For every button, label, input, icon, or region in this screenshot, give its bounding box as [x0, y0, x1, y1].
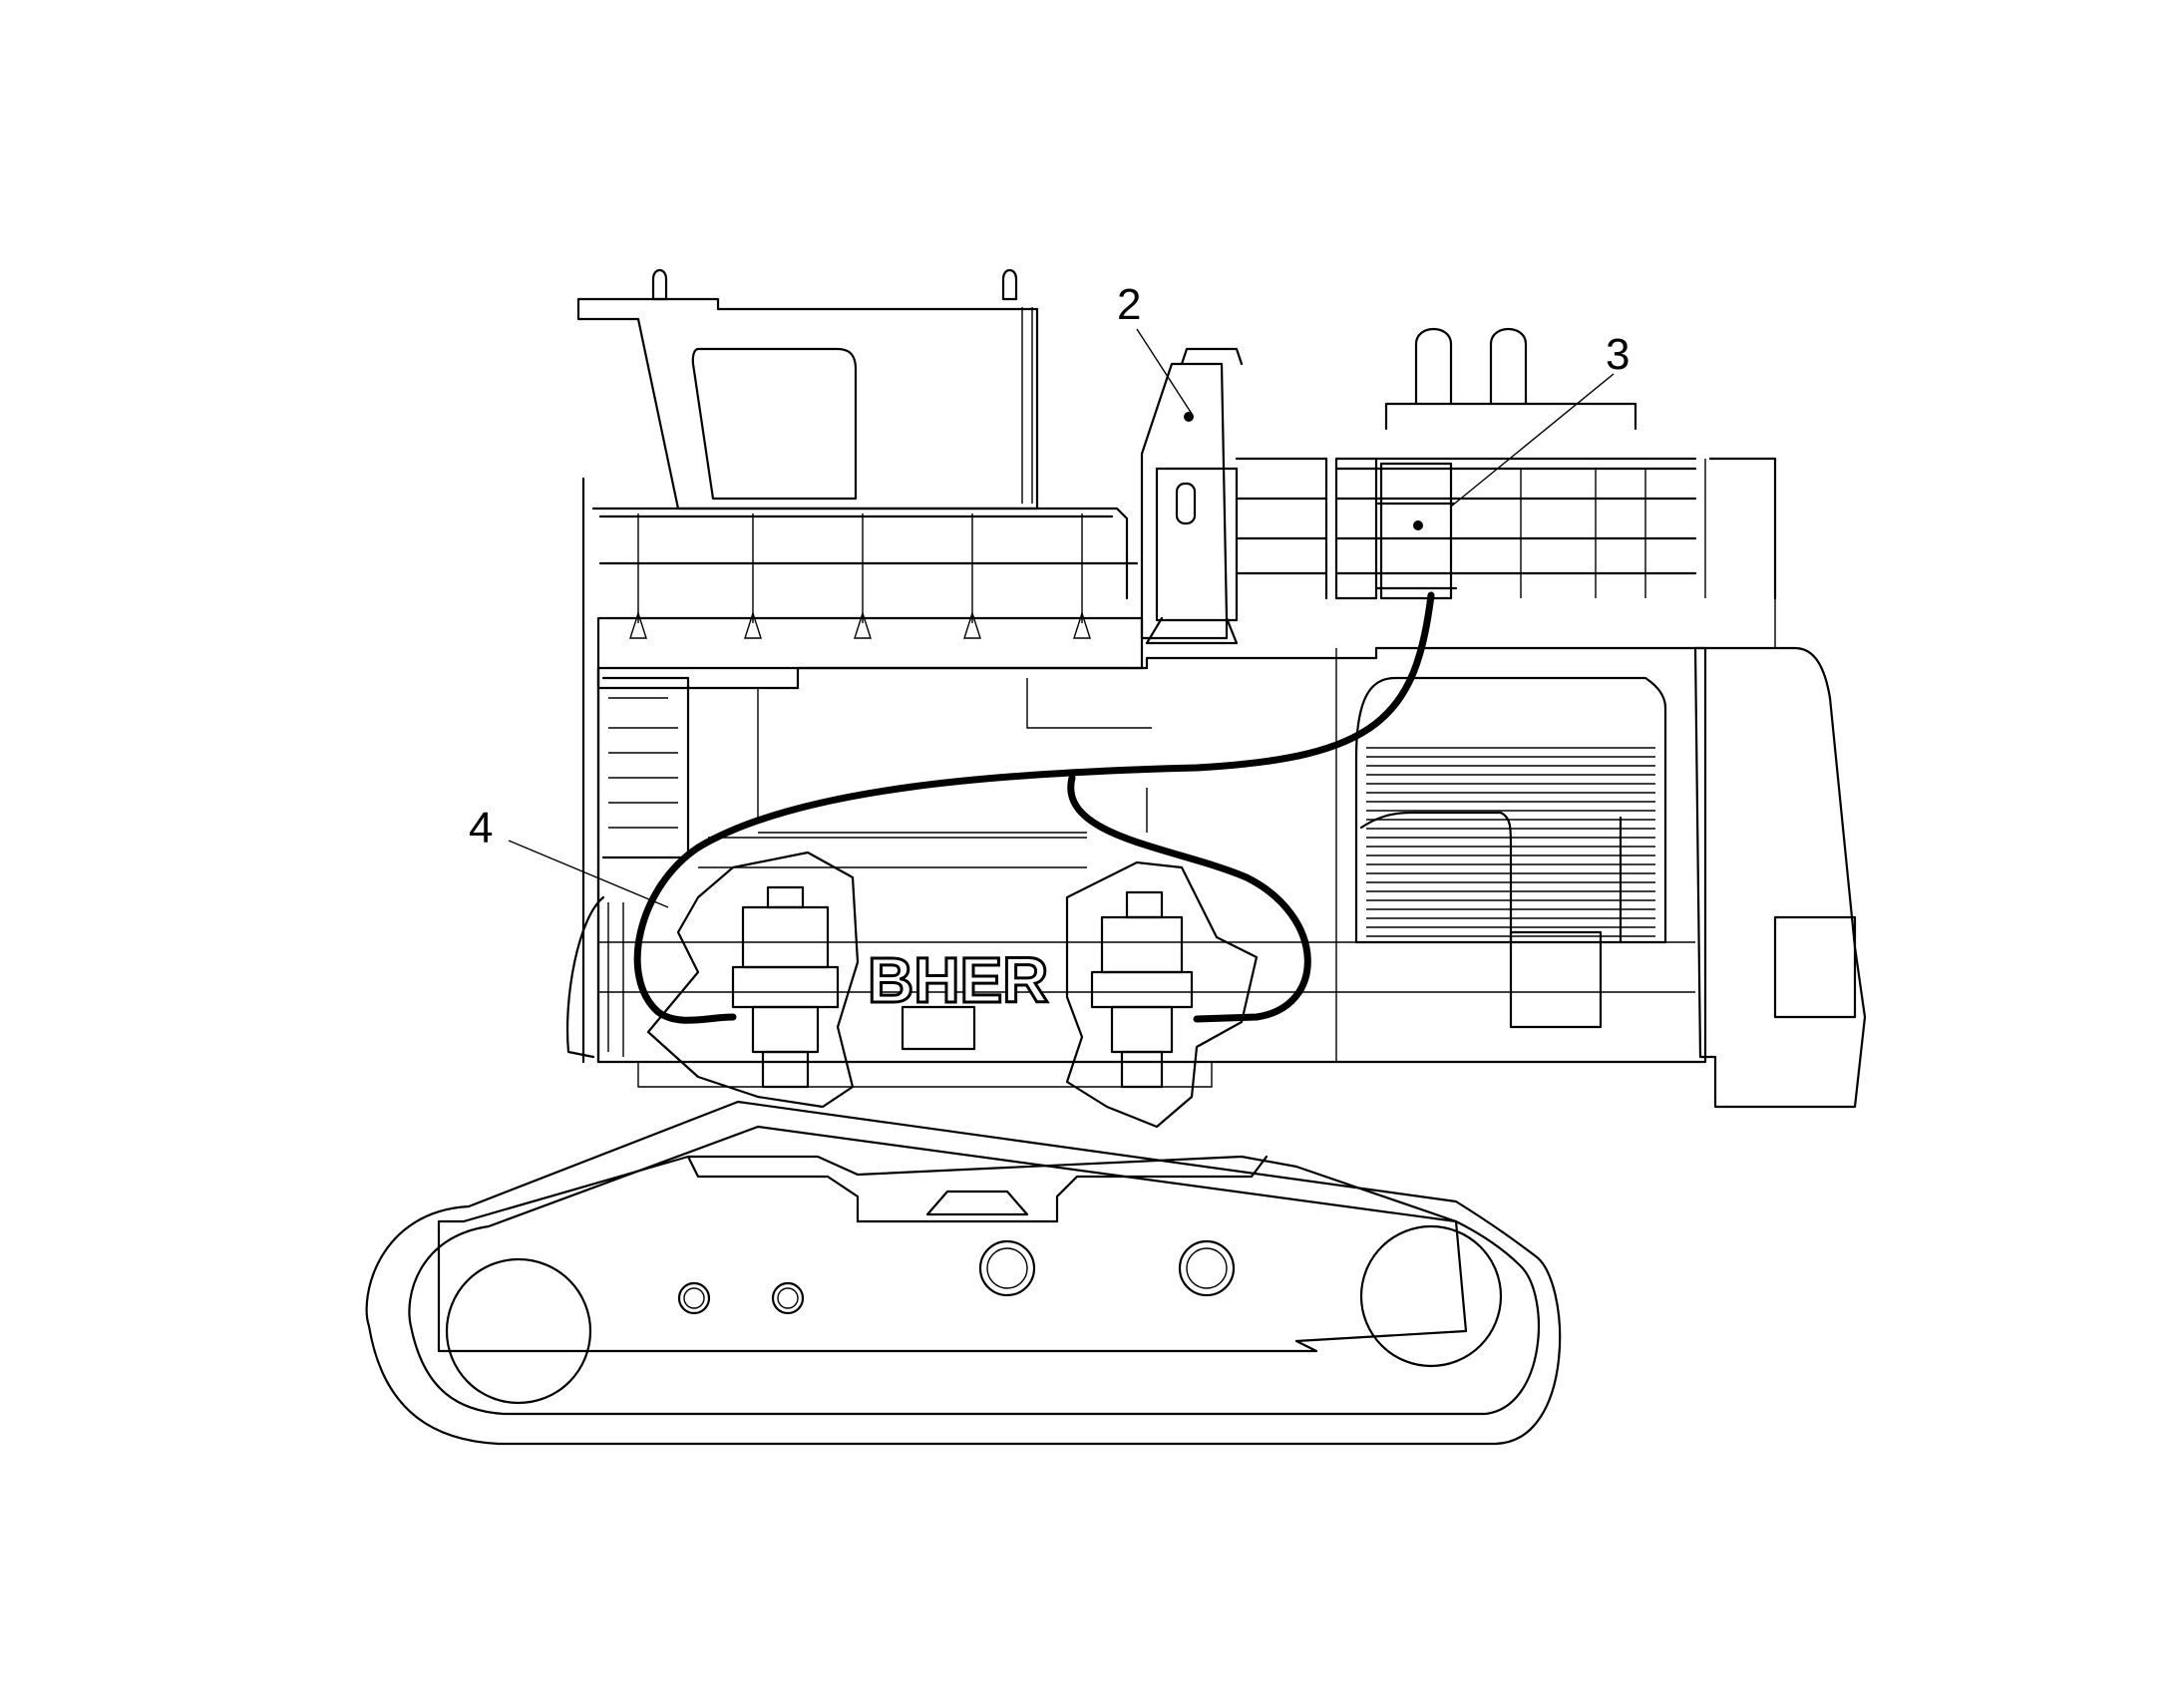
engine-compartment [1235, 328, 1777, 649]
hydraulic-hoses [633, 591, 1435, 1024]
sprocket-wheel [1359, 1224, 1503, 1368]
idler-wheel [445, 1257, 592, 1405]
counterweight [1693, 646, 1867, 1109]
hydraulic-tank [1140, 347, 1244, 645]
travel-motor-right [1065, 860, 1259, 1129]
radiator-grille [1354, 676, 1667, 1029]
filter-unit [1374, 462, 1458, 600]
access-ladder [565, 676, 690, 1059]
crawler-track [365, 1100, 1562, 1446]
upper-carriage [581, 477, 1707, 1088]
callout-leaders [508, 328, 1615, 908]
callout-3: 3 [1606, 330, 1630, 379]
callout-2: 2 [1117, 280, 1141, 329]
battery-box [901, 1005, 976, 1051]
walkway-railing-left [591, 507, 1144, 690]
callout-4: 4 [469, 804, 493, 853]
travel-motor-left [646, 851, 860, 1109]
operator-cab [576, 268, 1039, 511]
manufacturer-logo: BHER [868, 944, 1048, 1016]
